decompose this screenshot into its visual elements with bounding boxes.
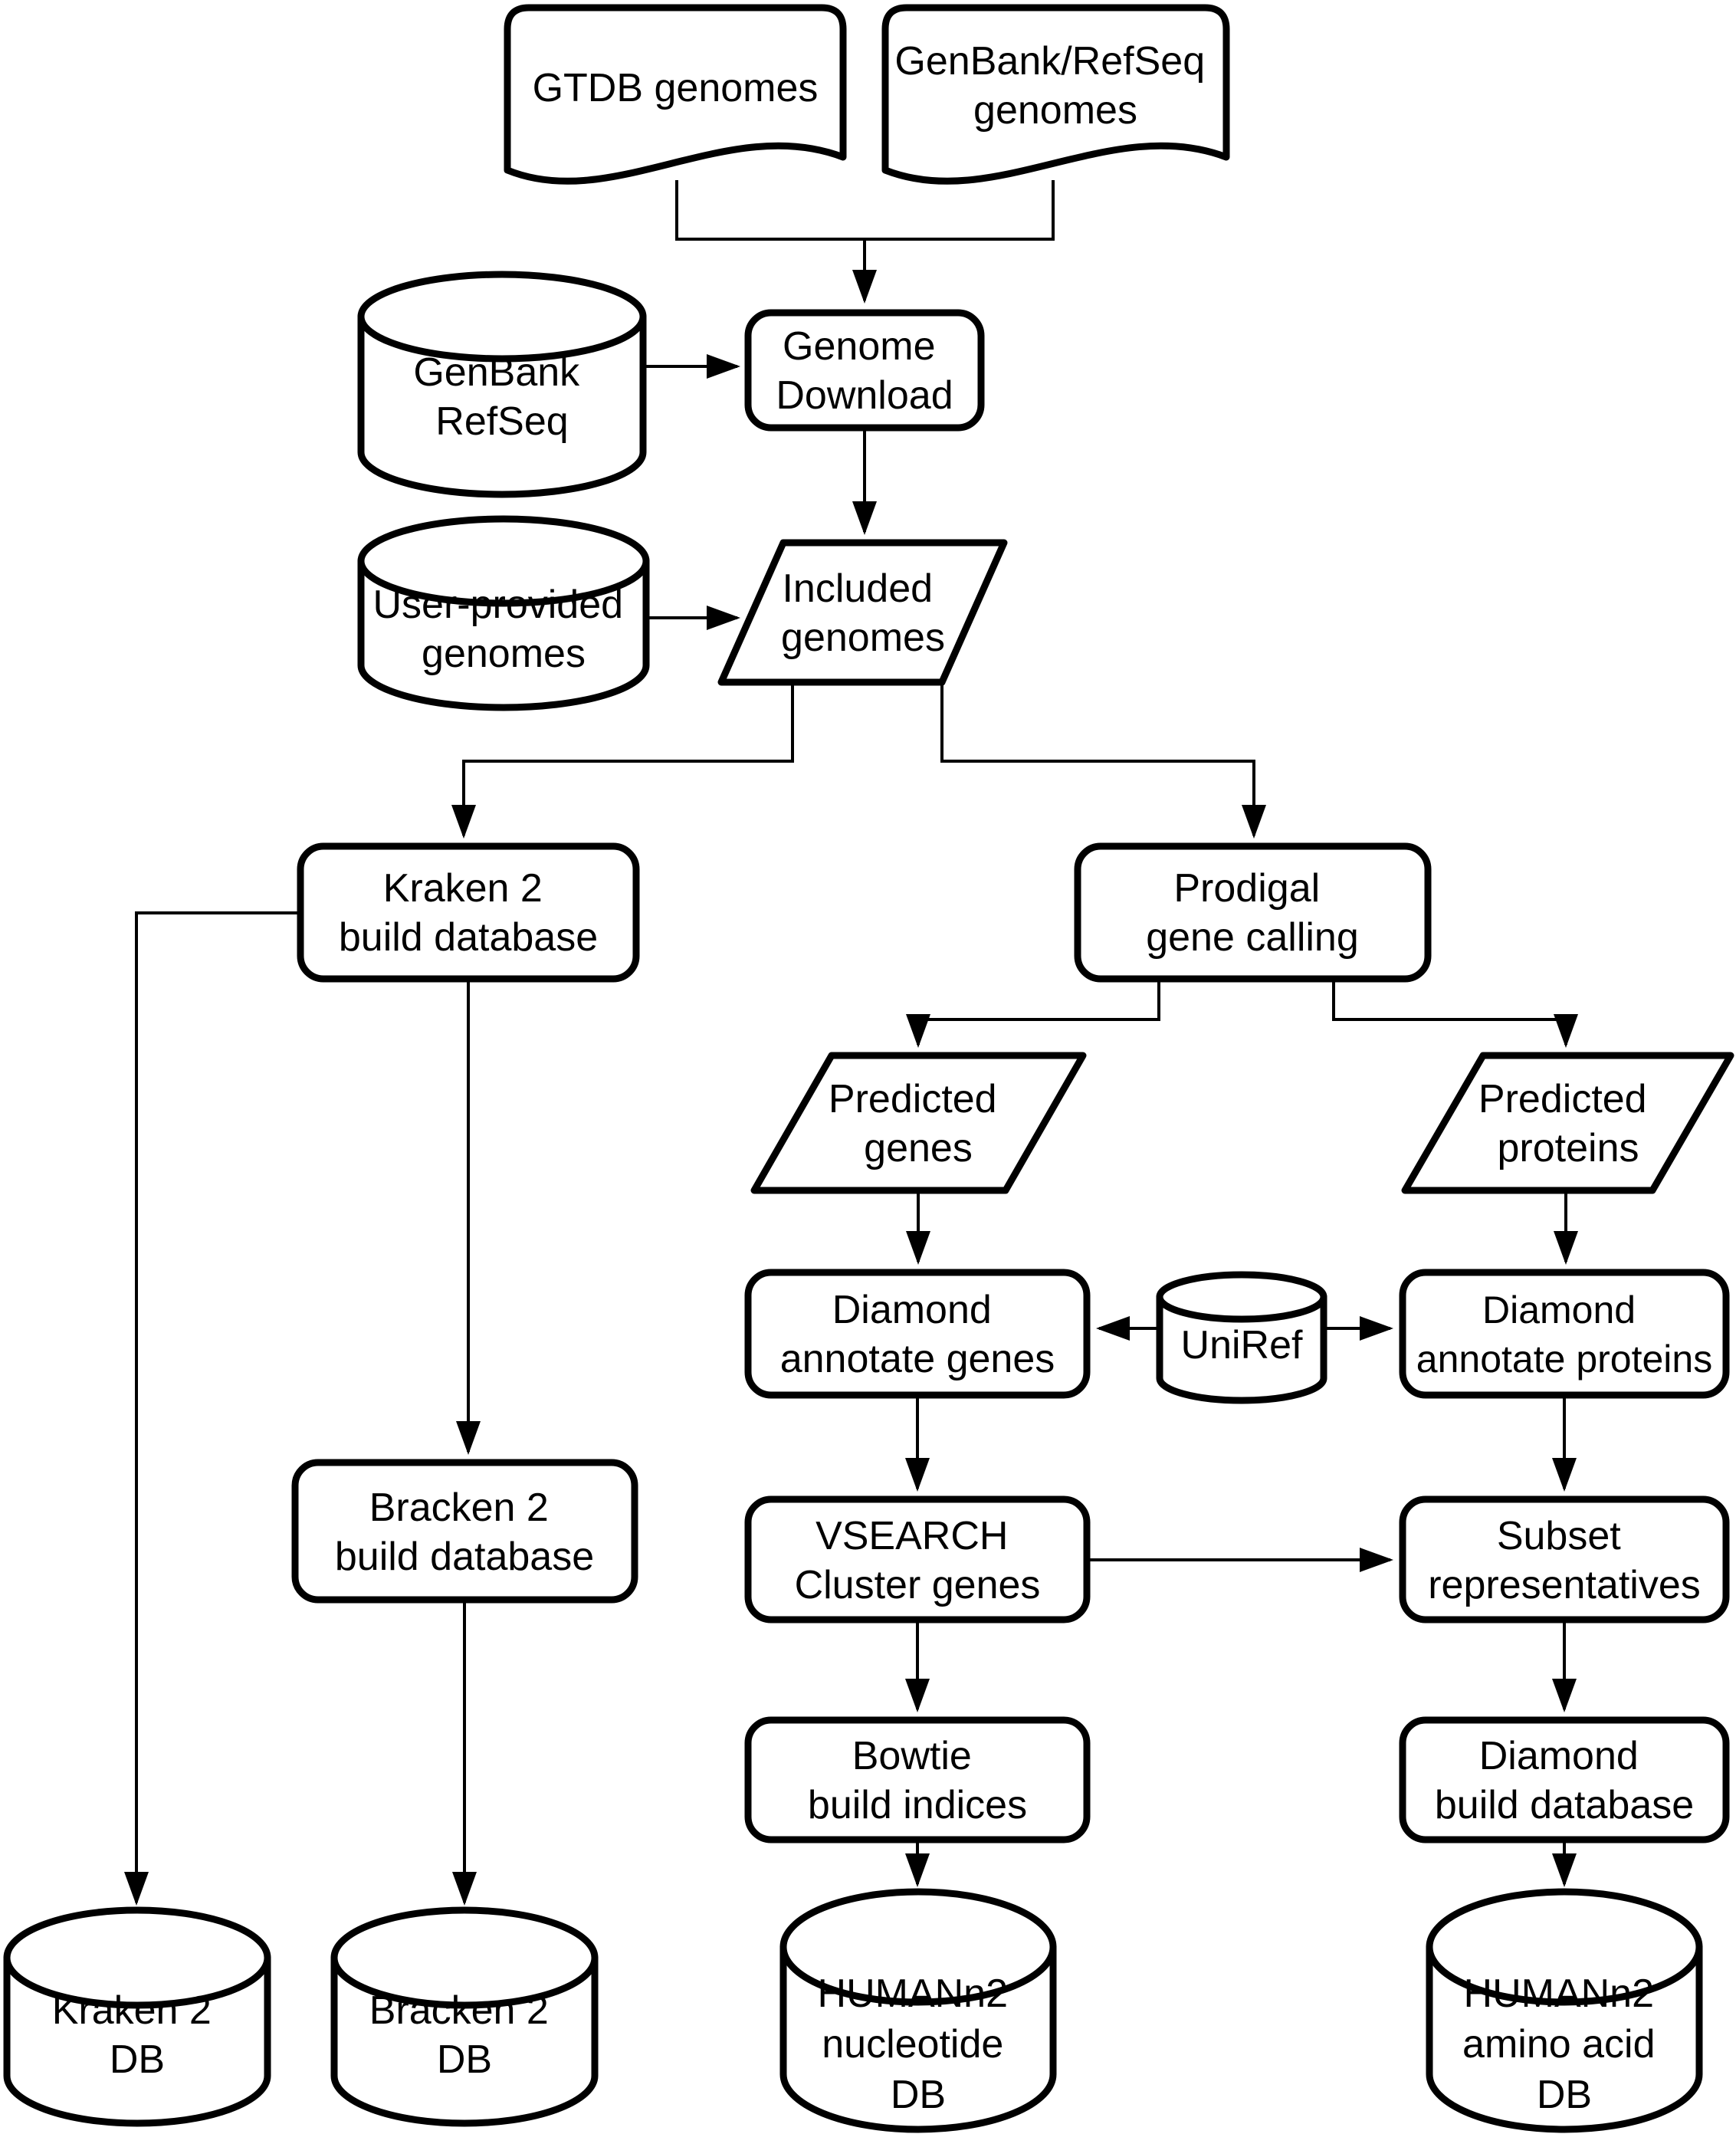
node-label: Included genomes [781,566,945,660]
node-gtdb-genomes: GTDB genomes [504,4,847,185]
database-cylinder-top [1156,1271,1327,1323]
node-genbank-refseq-genomes: GenBank/RefSeq genomes [881,4,1230,185]
edge-kraken2-build-to-kraken2-db [124,911,300,1906]
process-box [297,842,640,983]
node-humann2-nucleotide-db: HUMANn2 nucleotide DB [779,1888,1057,2133]
node-label: GTDB genomes [533,66,819,110]
document-shape [504,4,847,185]
database-cylinder-top [357,271,647,363]
process-box [744,1495,1091,1623]
node-bowtie-build: Bowtie build indices [744,1716,1091,1843]
node-user-provided-genomes: User-provided genomes [357,515,650,711]
edge-prodigal-to-predicted-proteins [1332,979,1578,1048]
edge-included-to-kraken2-build [451,682,794,839]
node-vsearch-cluster: VSEARCH Cluster genes [744,1495,1091,1623]
database-cylinder-top [3,1906,271,2009]
node-predicted-proteins: Predicted proteins [1401,1052,1734,1194]
node-label: Diamond annotate genes [780,1288,1055,1381]
node-bracken2-db: Bracken 2 DB [330,1906,599,2127]
process-box [1399,1269,1730,1399]
node-label: Kraken 2 build database [339,866,598,960]
node-label: User-provided genomes [372,583,634,676]
node-label: UniRef [1181,1323,1303,1367]
node-uniref: UniRef [1156,1271,1327,1404]
database-cylinder-top [357,515,650,607]
node-label: HUMANn2 nucleotide DB [818,1971,1019,2117]
node-label: Predicted proteins [1478,1077,1658,1170]
process-box [1074,842,1432,983]
node-label: Subset representatives [1428,1514,1701,1607]
process-box [744,309,985,432]
nodes: GTDB genomes GenBank/RefSeq genomes GenB… [3,4,1734,2133]
database-cylinder [357,313,647,498]
node-diamond-annotate-proteins: Diamond annotate proteins [1399,1269,1730,1399]
process-box [291,1459,638,1604]
edge-prodigal-to-predicted-genes [906,979,1160,1048]
node-label: Diamond build database [1435,1734,1694,1827]
node-label: Bracken 2 build database [335,1486,594,1579]
process-box [1399,1495,1730,1623]
node-label: Diamond annotate proteins [1416,1289,1712,1381]
node-diamond-build: Diamond build database [1399,1716,1730,1843]
node-genome-download: Genome Download [744,309,985,432]
database-cylinder-top [330,1906,599,2009]
node-label: Predicted genes [829,1077,1008,1170]
node-label: Genome Download [776,324,953,418]
data-parallelogram [717,539,1008,686]
node-label: HUMANn2 amino acid DB [1462,1971,1666,2117]
database-cylinder-top [779,1888,1057,2006]
node-included-genomes: Included genomes [717,539,1008,686]
process-box [1399,1716,1730,1843]
edges [124,180,1578,1906]
node-label: GenBank/RefSeq genomes [894,39,1216,133]
data-parallelogram [1401,1052,1734,1194]
edge-included-to-prodigal [940,682,1266,839]
node-diamond-annotate-genes: Diamond annotate genes [744,1269,1091,1399]
node-subset-representatives: Subset representatives [1399,1495,1730,1623]
node-label: Bracken 2 DB [369,1988,560,2082]
node-label: Bowtie build indices [808,1734,1027,1827]
node-kraken2-build: Kraken 2 build database [297,842,640,983]
database-cylinder [1156,1293,1327,1404]
node-predicted-genes: Predicted genes [750,1052,1087,1194]
node-prodigal: Prodigal gene calling [1074,842,1432,983]
node-label: Kraken 2 DB [52,1988,223,2082]
document-shape [881,4,1230,185]
process-box [744,1716,1091,1843]
node-label: Prodigal gene calling [1146,866,1359,960]
process-box [744,1269,1091,1399]
data-parallelogram [750,1052,1087,1194]
node-label: VSEARCH Cluster genes [795,1514,1041,1607]
database-cylinder-top [1426,1888,1703,2006]
node-kraken2-db: Kraken 2 DB [3,1906,271,2127]
edge-docs-join [675,180,1055,241]
node-label: GenBank RefSeq [413,350,590,444]
node-genbank-refseq-db: GenBank RefSeq [357,271,647,498]
node-bracken2-build: Bracken 2 build database [291,1459,638,1604]
node-humann2-amino-acid-db: HUMANn2 amino acid DB [1426,1888,1703,2133]
